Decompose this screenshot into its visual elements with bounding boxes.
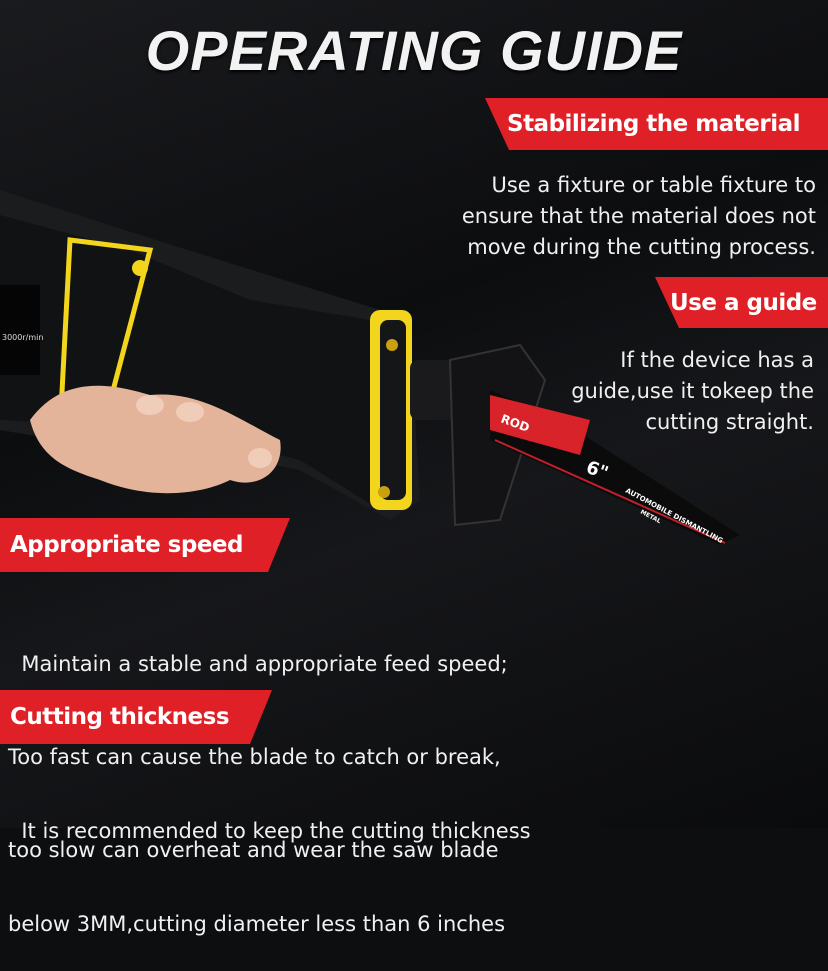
text-line: Too fast can cause the blade to catch or… — [8, 745, 501, 769]
text-line: move during the cutting process. — [467, 235, 816, 259]
text-line: Maintain a stable and appropriate feed s… — [8, 652, 508, 676]
reciprocating-saw-illustration: 3000r/min ROD 6" AUTOMOBILE DISMANTLING … — [0, 190, 740, 546]
page-title: OPERATING GUIDE — [145, 19, 683, 82]
saw-blade: ROD 6" AUTOMOBILE DISMANTLING METAL — [490, 390, 740, 545]
guide-text: If the device has a guide,use it tokeep … — [571, 345, 814, 438]
text-line: Use a fixture or table fixture to — [491, 173, 817, 197]
thickness-text: It is recommended to keep the cutting th… — [8, 754, 531, 971]
text-line: below 3MM,cutting diameter less than 6 i… — [8, 912, 506, 936]
text-line: ensure that the material does not — [461, 204, 816, 228]
text-line: If the device has a — [620, 348, 814, 372]
text-line: cutting straight. — [645, 410, 814, 434]
heading-use-guide: Use a guide — [655, 277, 828, 328]
heading-cutting-thickness: Cutting thickness — [0, 690, 272, 744]
speed-label: 3000r/min — [2, 333, 43, 342]
text-line: guide,use it tokeep the — [571, 379, 814, 403]
heading-appropriate-speed: Appropriate speed — [0, 518, 290, 572]
hand — [30, 385, 281, 494]
stabilizing-text: Use a fixture or table fixture to ensure… — [462, 170, 816, 263]
text-line: It is recommended to keep the cutting th… — [8, 819, 531, 843]
heading-stabilizing: Stabilizing the material — [485, 98, 828, 150]
